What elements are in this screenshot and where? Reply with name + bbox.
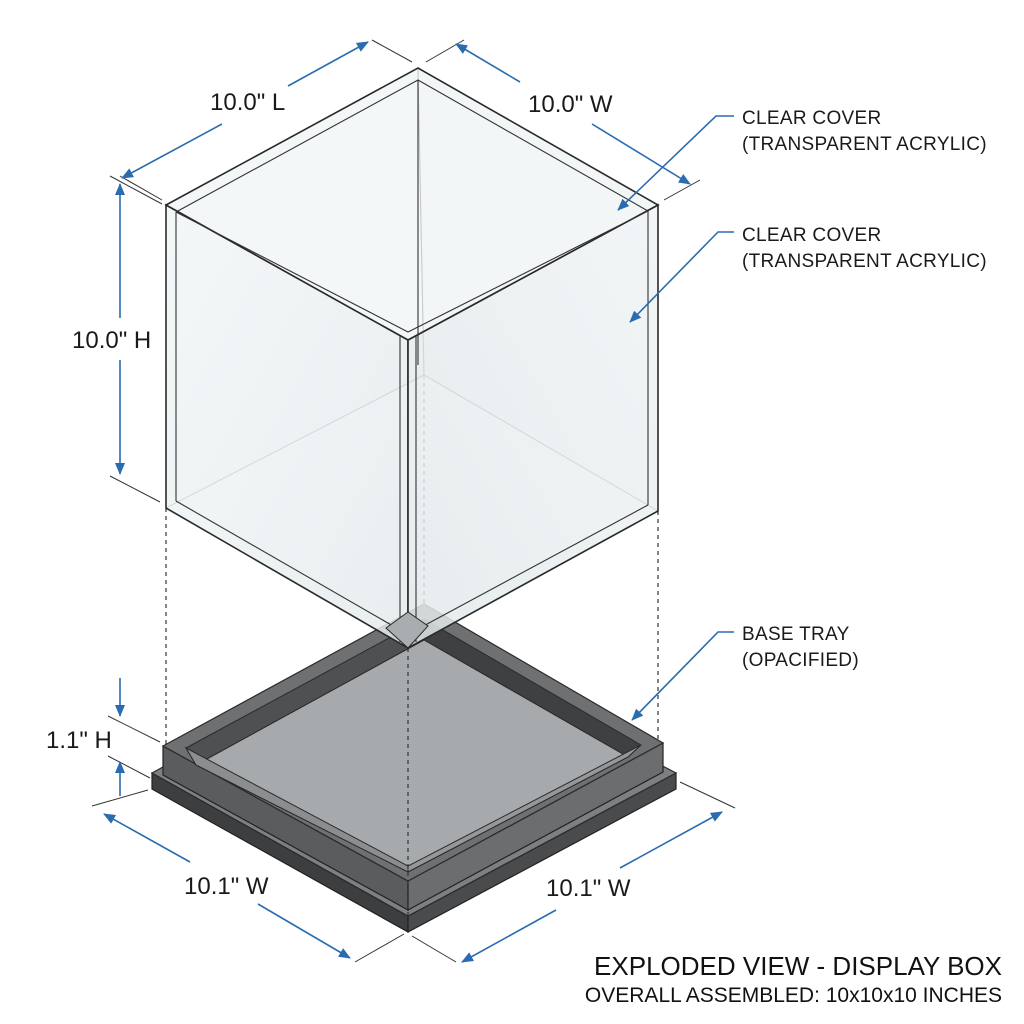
dim-arrow-cover-length-b bbox=[287, 41, 369, 87]
cover-panel-edges bbox=[175, 79, 650, 642]
dim-label-base-height: 1.1" H bbox=[46, 727, 112, 754]
dim-arrow-base-width-right-a bbox=[619, 811, 723, 869]
base-tray bbox=[150, 603, 678, 934]
dim-label-base-width-right: 10.1" W bbox=[546, 875, 631, 902]
caption-subtitle: OVERALL ASSEMBLED: 10x10x10 INCHES bbox=[585, 984, 1002, 1007]
dim-arrow-cover-length-a bbox=[121, 123, 223, 179]
callout-base-line1: BASE TRAY bbox=[742, 624, 850, 645]
callout-side-cover-line2: (TRANSPARENT ACRYLIC) bbox=[742, 251, 987, 272]
leader-side-cover bbox=[629, 231, 734, 323]
dim-arrow-base-width-left-b bbox=[257, 903, 351, 959]
dim-label-cover-length: 10.0" L bbox=[210, 89, 285, 116]
dim-arrow-cover-width-b bbox=[591, 123, 691, 185]
callout-top-cover-line1: CLEAR COVER bbox=[742, 108, 882, 129]
caption-title: EXPLODED VIEW - DISPLAY BOX bbox=[594, 951, 1002, 981]
cover-top-face bbox=[164, 67, 660, 341]
cover-corner-tab bbox=[385, 611, 429, 649]
dim-arrow-cover-width-a bbox=[455, 43, 521, 83]
leader-base bbox=[631, 631, 734, 721]
leader-top-cover bbox=[617, 115, 734, 211]
dim-label-base-width-left: 10.1" W bbox=[184, 873, 269, 900]
dim-arrow-base-width-left-a bbox=[103, 813, 191, 863]
dim-arrow-base-width-right-b bbox=[461, 909, 557, 963]
callout-base-line2: (OPACIFIED) bbox=[742, 650, 859, 671]
dim-label-cover-height: 10.0" H bbox=[72, 327, 151, 354]
dim-label-cover-width: 10.0" W bbox=[528, 91, 613, 118]
clear-cover bbox=[164, 67, 660, 650]
callout-top-cover-line2: (TRANSPARENT ACRYLIC) bbox=[742, 134, 987, 155]
callout-leaders bbox=[617, 115, 734, 721]
dimension-lines bbox=[91, 39, 736, 963]
callout-side-cover-line1: CLEAR COVER bbox=[742, 225, 882, 246]
